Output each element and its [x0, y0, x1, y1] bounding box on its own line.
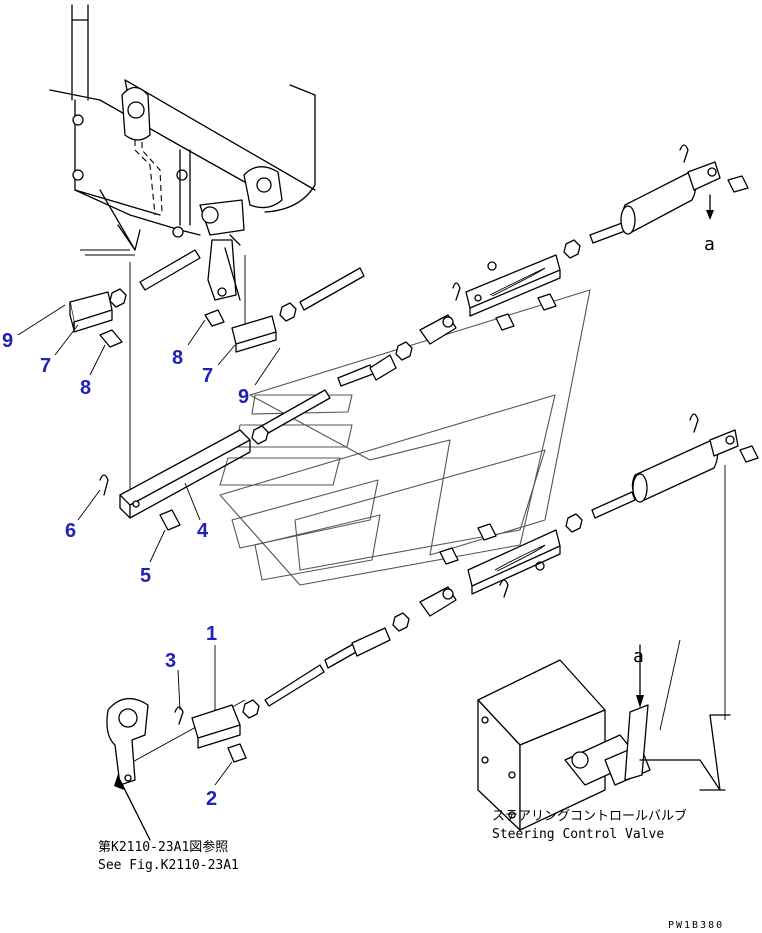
reference-note-en: See Fig.K2110-23A1	[98, 858, 239, 873]
block-7-mid	[231, 315, 277, 353]
upper-cylinder	[589, 144, 749, 244]
lower-slotted-plate	[392, 513, 583, 632]
block-1	[191, 704, 241, 749]
block-7-left	[69, 291, 113, 333]
lower-cylinder	[591, 413, 759, 519]
reference-note-jp: 第K2110-23A1図参照	[98, 839, 228, 855]
figure-code: PW1B380	[668, 920, 724, 931]
bolt-5	[159, 509, 181, 531]
lower-rod-assembly	[242, 627, 391, 719]
arrow-label-a-upper: a	[704, 234, 715, 255]
callout-8-mid: 8	[172, 347, 183, 369]
frame-assembly	[49, 4, 316, 301]
callout-leaders	[17, 304, 281, 786]
callout-9-mid: 9	[238, 386, 249, 408]
clip-3	[174, 706, 184, 725]
callout-7-mid: 7	[202, 365, 213, 387]
upper-slotted-plate	[452, 239, 581, 331]
steering-control-valve	[477, 644, 731, 831]
nut-upper-left	[109, 288, 127, 308]
clip-6	[99, 474, 109, 496]
valve-label-en: Steering Control Valve	[492, 827, 664, 842]
watermark-logo	[219, 289, 591, 586]
callout-6: 6	[65, 520, 76, 542]
bolt-8-mid	[204, 309, 225, 327]
bar-4	[119, 429, 251, 519]
pivot-arm	[106, 698, 151, 841]
bolt-8-left	[99, 329, 123, 348]
valve-label-jp: ステアリングコントロールバルブ	[492, 808, 687, 824]
callout-4: 4	[197, 520, 209, 542]
callout-2: 2	[206, 788, 217, 810]
nut-upper-mid	[279, 302, 297, 322]
arrow-label-a-lower: a	[633, 646, 644, 667]
callout-1: 1	[206, 623, 217, 645]
callout-9-upper: 9	[2, 330, 13, 352]
callout-8-left: 8	[80, 377, 91, 399]
callout-7-left: 7	[40, 355, 51, 377]
upper-rods	[109, 249, 365, 322]
callout-3: 3	[165, 650, 176, 672]
bolt-2	[227, 743, 247, 763]
middle-rod-assembly	[251, 314, 457, 445]
guide-lines	[80, 249, 726, 771]
callout-5: 5	[140, 565, 151, 587]
